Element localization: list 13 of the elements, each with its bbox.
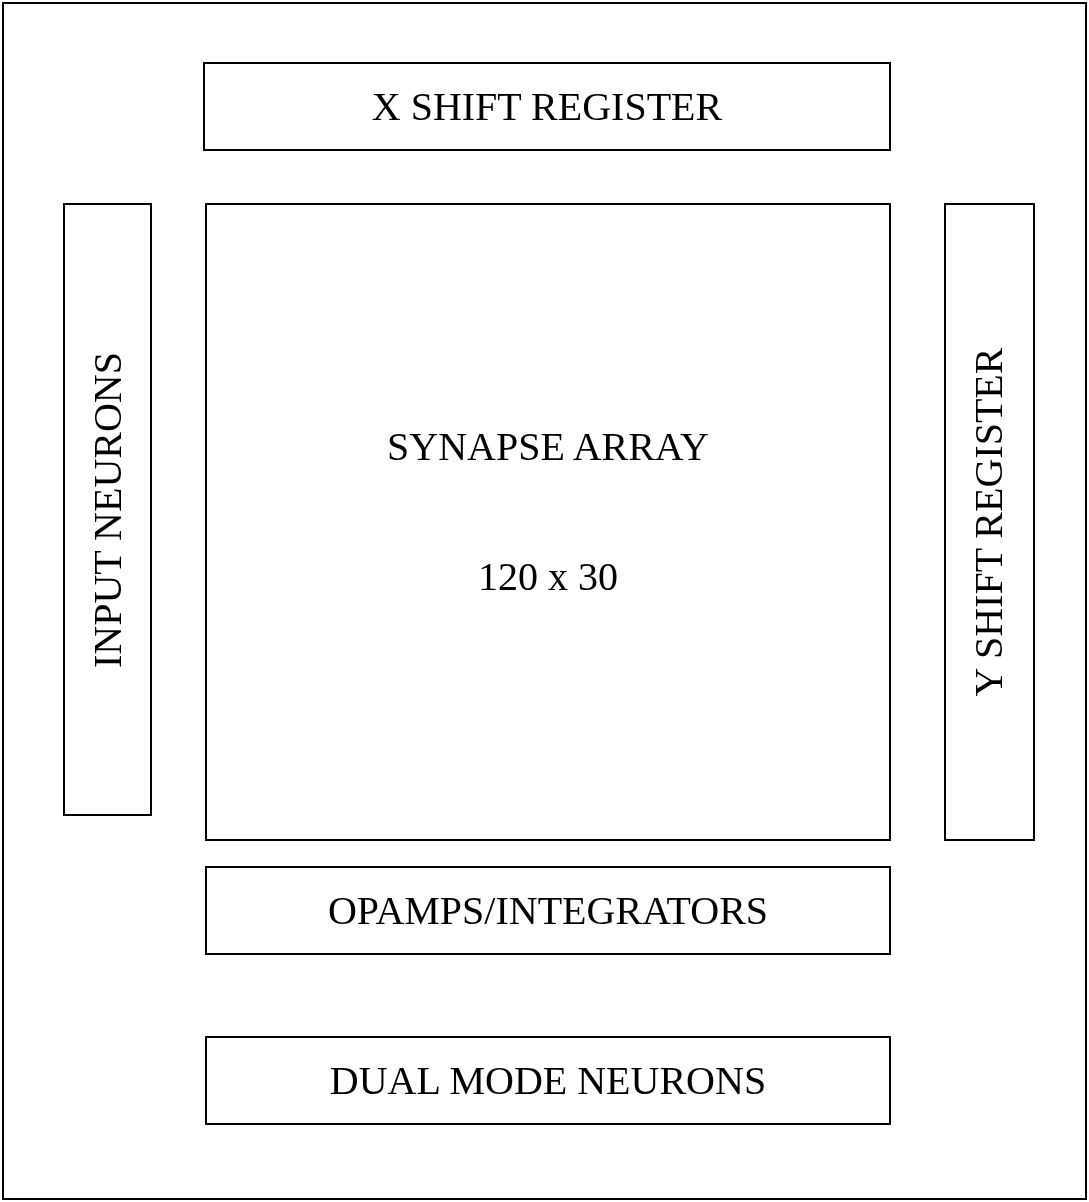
block-box <box>205 1036 891 1125</box>
block-label: X SHIFT REGISTER <box>371 86 723 127</box>
block-label: 120 x 30 <box>478 557 618 597</box>
block-label: OPAMPS/INTEGRATORS <box>327 890 769 931</box>
block-label: SYNAPSE ARRAY <box>387 427 709 467</box>
block-label: Y SHIFT REGISTER <box>969 347 1010 697</box>
block-label: DUAL MODE NEURONS <box>329 1060 767 1101</box>
block-box <box>944 203 1035 841</box>
block-box <box>205 203 891 841</box>
block-box <box>63 203 152 816</box>
block-label: INPUT NEURONS <box>87 351 128 668</box>
block-box <box>205 866 891 955</box>
block-box <box>203 62 891 151</box>
